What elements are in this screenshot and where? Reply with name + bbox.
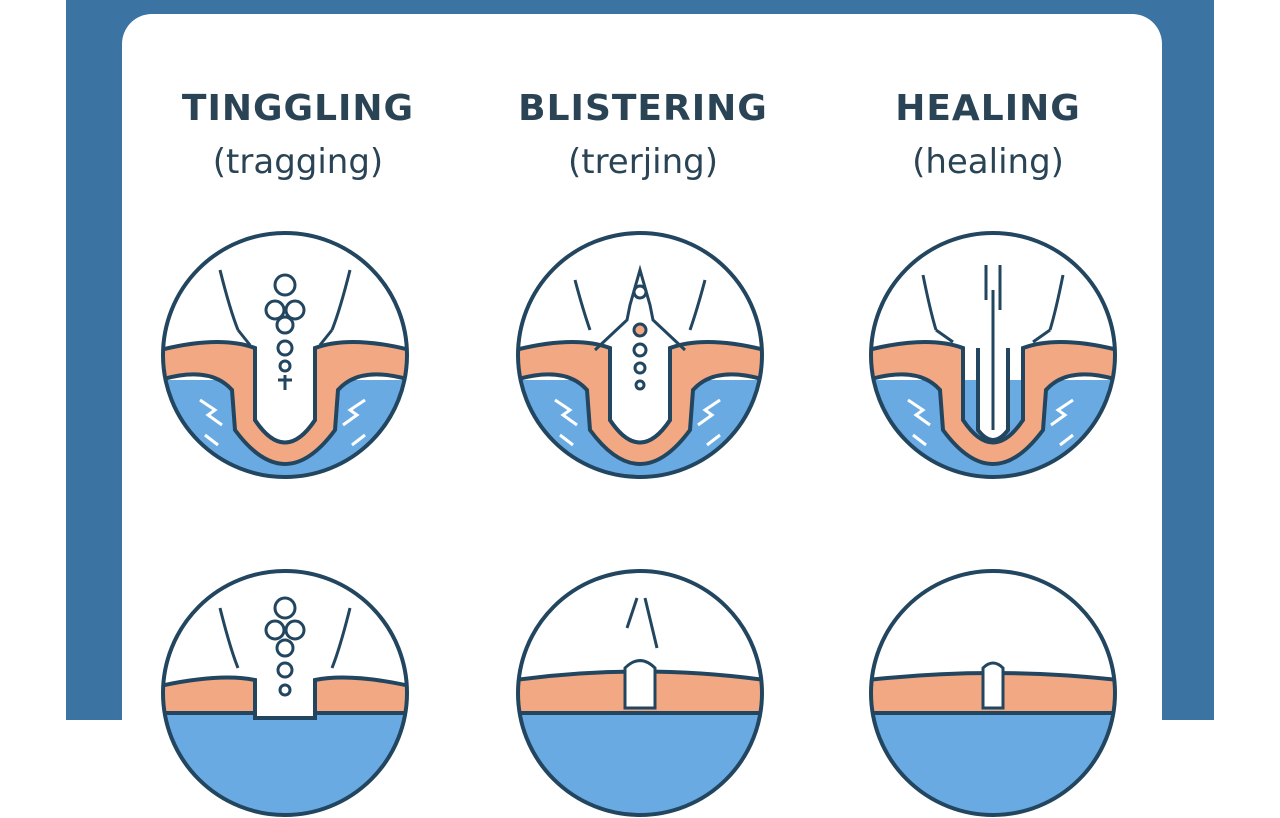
blister-opening-icon xyxy=(515,568,765,818)
right-margin xyxy=(1214,0,1280,720)
diagram-card: TINGGLING (tragging) BLISTERING (trerjin… xyxy=(122,14,1162,817)
tingling-skin-icon xyxy=(160,568,410,818)
stage-title: TINGGLING xyxy=(181,88,415,129)
stage-subtitle: (tragging) xyxy=(212,142,384,182)
healed-skin-icon xyxy=(868,568,1118,818)
left-margin xyxy=(0,0,66,720)
healing-skin-icon xyxy=(868,230,1118,480)
tingling-skin-icon xyxy=(160,230,410,480)
stage-subtitle: (healing) xyxy=(912,142,1064,182)
blistering-skin-icon xyxy=(515,230,765,480)
stage-title: BLISTERING xyxy=(518,88,768,129)
stage-subtitle: (trerjing) xyxy=(567,142,718,182)
stage-title: HEALING xyxy=(895,88,1081,129)
